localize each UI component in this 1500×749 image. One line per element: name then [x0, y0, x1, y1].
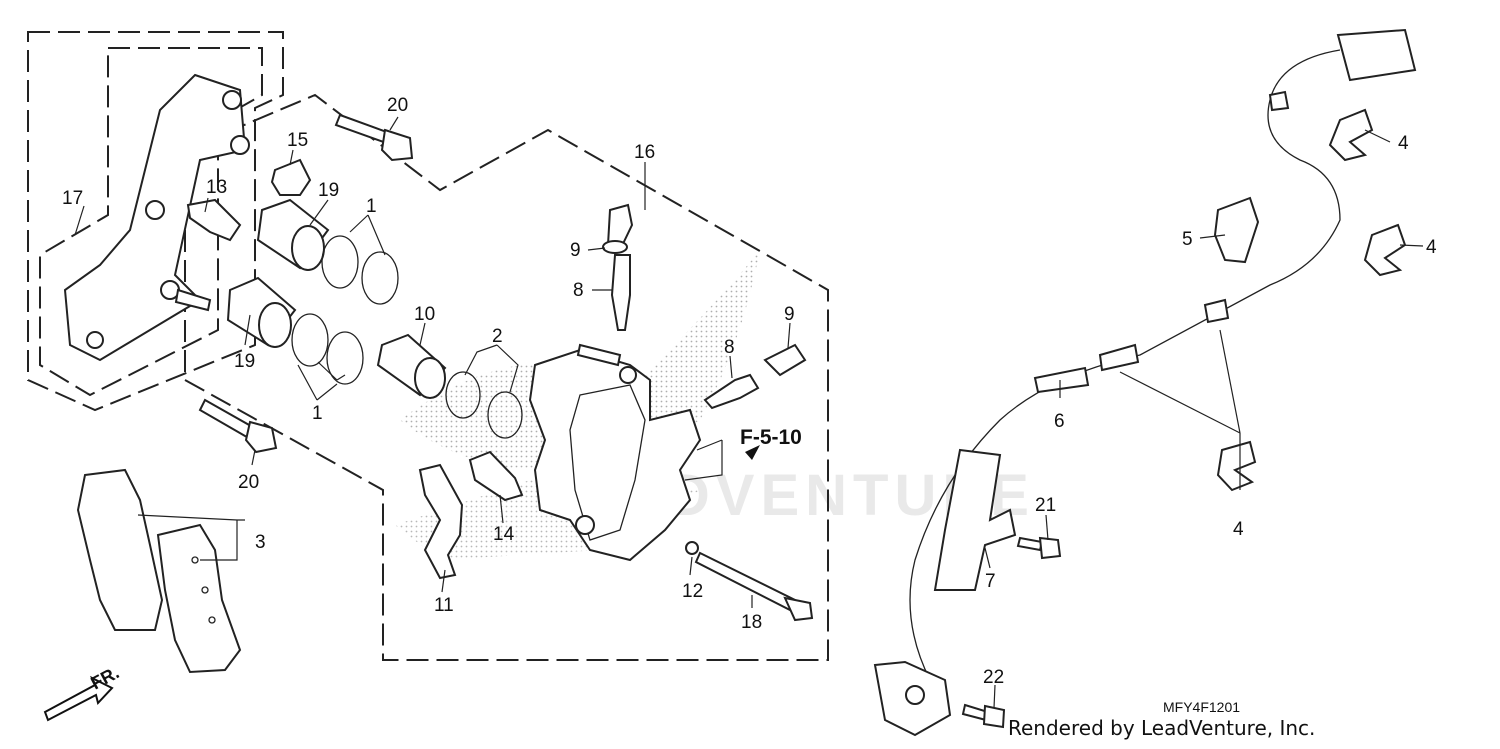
- callout-17: 17: [62, 188, 83, 209]
- harness-clip-middle: [1363, 223, 1407, 277]
- sensor-bolt: [961, 703, 1006, 729]
- callout-6: 6: [1054, 411, 1065, 432]
- harness-guide: [933, 448, 1017, 591]
- callout-3: 3: [255, 532, 266, 553]
- piston-seal-set-lower: [291, 313, 364, 385]
- harness-clip-top: [1328, 108, 1374, 162]
- caliper-piston-lower: [226, 276, 297, 348]
- brake-pad-set: [76, 468, 242, 674]
- pin-washer: [685, 541, 699, 555]
- caliper-body: [528, 343, 702, 562]
- piston-seal-set-upper: [321, 235, 399, 305]
- callout-5: 5: [1182, 229, 1193, 250]
- bleeder-screw-upper: [602, 203, 634, 331]
- callout-8-right: 8: [724, 337, 735, 358]
- callout-21: 21: [1035, 495, 1056, 516]
- wheel-speed-sensor-harness: [873, 28, 1417, 737]
- callout-10: 10: [414, 304, 435, 325]
- bracket-subgroup-outline: [39, 47, 263, 397]
- caliper-piston-upper: [256, 198, 330, 271]
- callout-9-right: 9: [784, 304, 795, 325]
- mounting-bolt-lower: [198, 398, 278, 454]
- pad-spring: [418, 463, 464, 580]
- callout-2: 2: [492, 326, 503, 347]
- credit-text: Rendered by LeadVenture, Inc.: [1008, 716, 1316, 740]
- callout-19-upper: 19: [318, 180, 339, 201]
- leader-lines: [74, 116, 1424, 709]
- callout-8-upper: 8: [573, 280, 584, 301]
- caliper-piston-small: [376, 333, 447, 399]
- piston-seal-set-small: [445, 371, 523, 439]
- callout-4-top: 4: [1398, 133, 1409, 154]
- callout-4-bottom: 4: [1233, 519, 1244, 540]
- callout-4-middle: 4: [1426, 237, 1437, 258]
- callout-7: 7: [985, 571, 996, 592]
- callout-14: 14: [493, 524, 515, 545]
- callout-20-upper: 20: [387, 95, 408, 116]
- callout-numbers: 17 13 15 19 1 20 19 1 20 10 2 3 16 9 8 8…: [62, 95, 1437, 688]
- bleeder-screw-right: [703, 343, 807, 410]
- harness-clip-bottom: [1216, 440, 1257, 492]
- bleeder-cap: [270, 158, 312, 196]
- callout-13: 13: [206, 177, 227, 198]
- pad-spring-clip: [186, 198, 242, 242]
- pad-pin: [694, 551, 814, 622]
- callout-19-lower: 19: [234, 351, 255, 372]
- pin-plug: [468, 450, 524, 502]
- callout-20-lower: 20: [238, 472, 259, 493]
- reference-arrow: [745, 445, 760, 460]
- diagram-code: MFY4F1201: [1163, 699, 1240, 715]
- mounting-bolt-upper: [334, 113, 414, 162]
- guide-bolt: [1016, 536, 1062, 560]
- caliper-bracket: [63, 73, 250, 362]
- reference-label: F-5-10: [740, 426, 802, 449]
- front-direction-arrow: FR.: [43, 662, 122, 722]
- callout-15: 15: [287, 130, 308, 151]
- bracket-group-outline: [27, 31, 284, 412]
- callout-9-upper: 9: [570, 240, 581, 261]
- callout-18: 18: [741, 612, 762, 633]
- callout-12: 12: [682, 581, 703, 602]
- callout-1-lower: 1: [312, 403, 323, 424]
- callout-11: 11: [434, 595, 454, 616]
- callout-22: 22: [983, 667, 1004, 688]
- callout-16: 16: [634, 142, 655, 163]
- harness-stay: [1213, 196, 1260, 264]
- callout-1-upper: 1: [366, 196, 377, 217]
- caliper-group-outline: [184, 93, 829, 661]
